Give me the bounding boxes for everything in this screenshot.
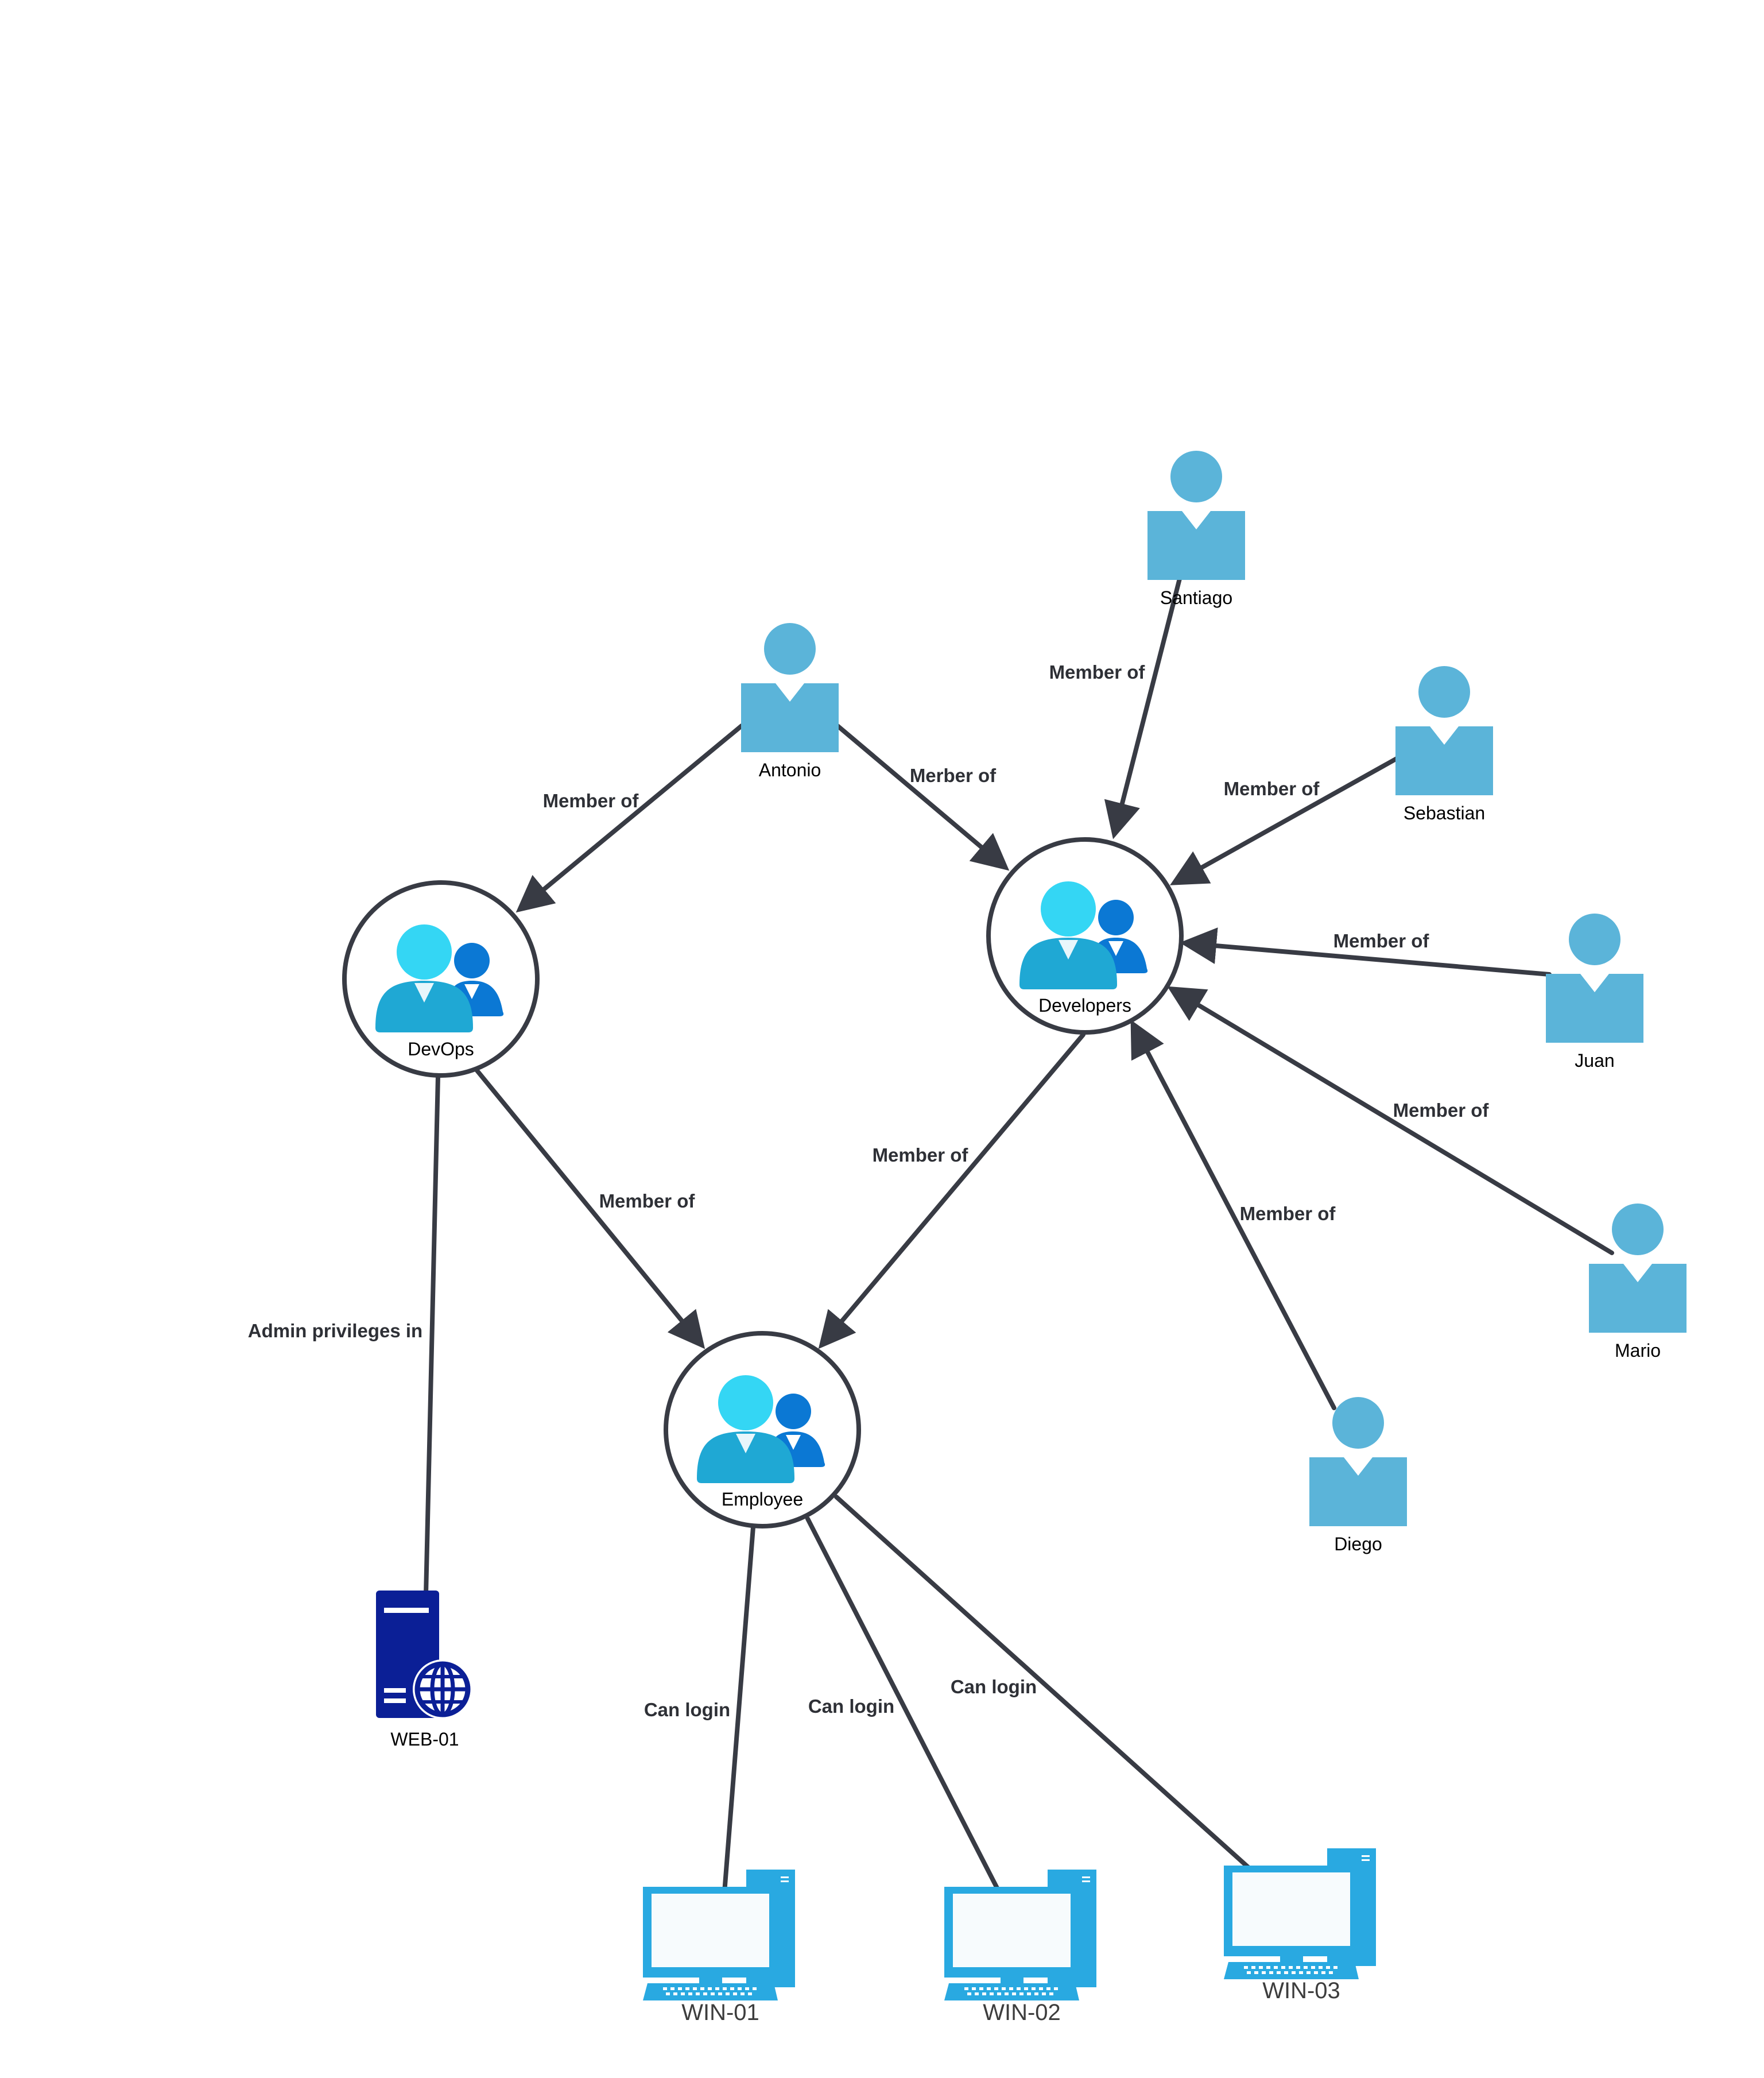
user-icon bbox=[1395, 666, 1493, 795]
user-icon bbox=[1147, 451, 1245, 580]
edge-label-diego-developers: Member of bbox=[1240, 1203, 1336, 1224]
user-label-mario: Mario bbox=[1615, 1340, 1661, 1361]
edge-label-employee-win02: Can login bbox=[808, 1696, 894, 1717]
edge-employee-win02[interactable] bbox=[805, 1516, 1002, 1895]
edge-employee-win03[interactable] bbox=[834, 1495, 1253, 1872]
edge-employee-win01[interactable] bbox=[722, 1525, 755, 1895]
group-node-devops[interactable]: DevOps bbox=[342, 880, 540, 1078]
user-icon bbox=[741, 623, 839, 752]
user-node-mario[interactable]: Mario bbox=[1589, 1204, 1687, 1361]
user-label-juan: Juan bbox=[1575, 1050, 1614, 1071]
user-label-sebastian: Sebastian bbox=[1404, 803, 1485, 823]
edges bbox=[424, 572, 1614, 1895]
edge-devops-employee[interactable] bbox=[474, 1067, 705, 1349]
computer-label-win03: WIN-03 bbox=[1262, 1978, 1340, 2003]
user-label-santiago: Santiago bbox=[1160, 587, 1232, 608]
edge-mario-developers[interactable] bbox=[1167, 986, 1614, 1255]
edge-sebastian-developers[interactable] bbox=[1170, 756, 1400, 885]
desktop-computer-icon bbox=[643, 1870, 795, 2000]
edge-developers-employee[interactable] bbox=[818, 1032, 1085, 1349]
group-node-employee[interactable]: Employee bbox=[664, 1331, 861, 1528]
edge-label-antonio-devops: Member of bbox=[543, 790, 639, 811]
group-node-developers[interactable]: Developers bbox=[986, 837, 1184, 1035]
user-icon bbox=[1546, 914, 1643, 1043]
user-node-santiago[interactable]: Santiago bbox=[1147, 451, 1245, 608]
edge-antonio-devops[interactable] bbox=[515, 723, 744, 913]
user-node-sebastian[interactable]: Sebastian bbox=[1395, 666, 1493, 823]
edge-label-sebastian-developers: Member of bbox=[1224, 778, 1320, 799]
user-node-diego[interactable]: Diego bbox=[1309, 1397, 1407, 1554]
edge-antonio-developers[interactable] bbox=[835, 723, 1010, 871]
edge-label-developers-employee: Member of bbox=[873, 1144, 969, 1166]
computer-node-win01[interactable]: WIN-01 bbox=[643, 1870, 795, 2025]
edge-label-devops-employee: Member of bbox=[599, 1190, 696, 1212]
computer-node-win03[interactable]: WIN-03 bbox=[1224, 1848, 1376, 2003]
server-node-web01[interactable]: WEB-01 bbox=[376, 1591, 472, 1750]
user-node-antonio[interactable]: Antonio bbox=[741, 623, 839, 780]
computer-label-win02: WIN-02 bbox=[983, 2000, 1061, 2025]
edge-label-antonio-developers: Merber of bbox=[910, 765, 997, 786]
desktop-computer-icon bbox=[944, 1870, 1096, 2000]
server-label-web01: WEB-01 bbox=[390, 1729, 459, 1750]
user-label-antonio: Antonio bbox=[759, 760, 821, 780]
edge-diego-developers[interactable] bbox=[1130, 1019, 1336, 1410]
group-label-devops: DevOps bbox=[408, 1039, 474, 1059]
edge-devops-web01[interactable] bbox=[424, 1074, 440, 1597]
edge-label-employee-win01: Can login bbox=[644, 1699, 730, 1720]
computer-label-win01: WIN-01 bbox=[681, 2000, 759, 2025]
group-label-employee: Employee bbox=[722, 1489, 803, 1510]
user-label-diego: Diego bbox=[1334, 1534, 1382, 1554]
user-icon bbox=[1309, 1397, 1407, 1526]
edge-label-mario-developers: Member of bbox=[1393, 1100, 1490, 1121]
computer-node-win02[interactable]: WIN-02 bbox=[944, 1870, 1096, 2025]
edge-label-employee-win03: Can login bbox=[951, 1676, 1037, 1697]
edge-santiago-developers[interactable] bbox=[1104, 572, 1183, 839]
edge-juan-developers[interactable] bbox=[1180, 927, 1552, 977]
group-label-developers: Developers bbox=[1038, 995, 1131, 1016]
edge-label-devops-web01: Admin privileges in bbox=[248, 1320, 422, 1341]
user-node-juan[interactable]: Juan bbox=[1546, 914, 1643, 1071]
web-server-icon bbox=[376, 1591, 472, 1719]
edge-label-santiago-developers: Member of bbox=[1049, 661, 1146, 683]
user-icon bbox=[1589, 1204, 1687, 1333]
edge-labels: Member of Member of Merber of Member of … bbox=[248, 661, 1490, 1720]
edge-label-juan-developers: Member of bbox=[1333, 930, 1430, 951]
desktop-computer-icon bbox=[1224, 1848, 1376, 1979]
